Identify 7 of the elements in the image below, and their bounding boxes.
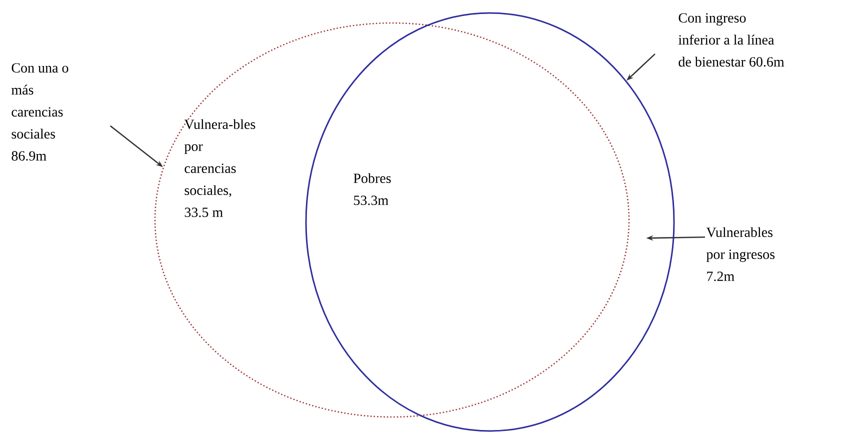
ellipse <box>154 22 630 418</box>
callout-text: Con ingreso inferior a la línea de bienestar 60.6m <box>678 13 784 67</box>
callout-text: Con una o más carencias sociales 86.9m <box>12 63 68 161</box>
ellipse <box>305 12 675 432</box>
callout-text: Vulnerables por ingresos 7.2m <box>706 227 775 282</box>
region-label: Vulnera-bles por carencias sociales, 33.5 m <box>184 119 256 218</box>
region-label: Pobres 53.3m <box>354 173 391 206</box>
